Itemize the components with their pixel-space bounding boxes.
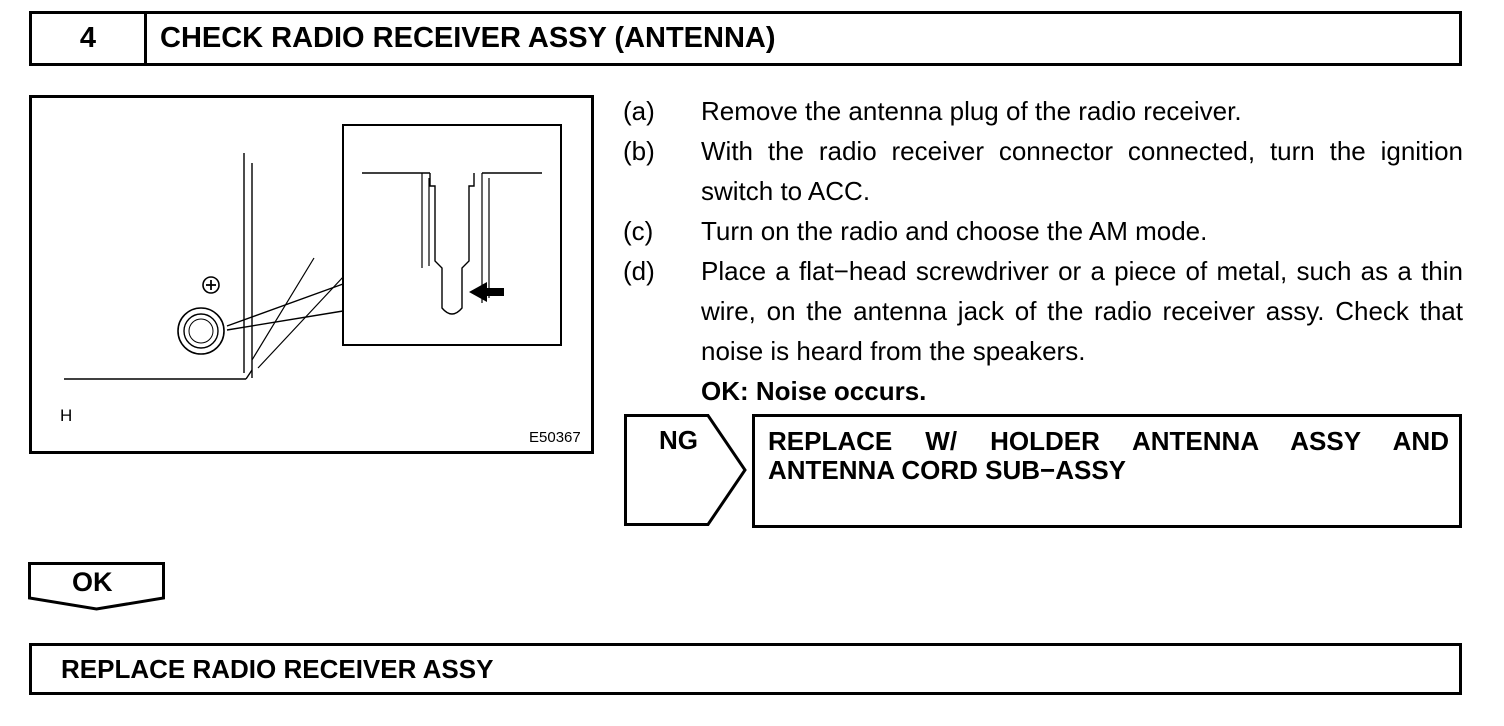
illustration-drawing (64, 124, 562, 380)
ok-action-text: REPLACE RADIO RECEIVER ASSY (61, 654, 494, 684)
procedure-steps: (a) Remove the antenna plug of the radio… (623, 91, 1463, 411)
figure-corner-label: H (60, 406, 73, 425)
step-a: (a) Remove the antenna plug of the radio… (623, 91, 1463, 131)
ng-action-line: ANTENNA CORD SUB−ASSY (768, 455, 1127, 485)
ok-label: OK (72, 567, 113, 597)
ng-action-line: REPLACE W/ HOLDER ANTENNA ASSY AND (768, 426, 1449, 456)
ng-action-box: REPLACE W/ HOLDER ANTENNA ASSY AND ANTEN… (752, 414, 1462, 528)
step-text: Remove the antenna plug of the radio rec… (701, 96, 1242, 126)
ok-tag: OK (28, 562, 165, 612)
step-number: 4 (32, 14, 147, 63)
expected-result: OK: Noise occurs. (701, 376, 927, 406)
ng-label: NG (659, 425, 698, 455)
step-title: CHECK RADIO RECEIVER ASSY (ANTENNA) (160, 22, 776, 54)
ng-action-text: REPLACE W/ HOLDER ANTENNA ASSY AND ANTEN… (768, 427, 1449, 485)
antenna-jack-illustration: H E50367 (29, 95, 594, 454)
step-text: Place a flat−head screwdriver or a piece… (701, 256, 1463, 366)
figure-code: E50367 (529, 429, 581, 446)
step-label: (b) (623, 136, 655, 166)
step-c: (c) Turn on the radio and choose the AM … (623, 211, 1463, 251)
step-label: (a) (623, 96, 655, 126)
step-header: 4 CHECK RADIO RECEIVER ASSY (ANTENNA) (29, 11, 1462, 66)
ok-arrow-shape (28, 562, 165, 611)
step-label: (d) (623, 256, 655, 286)
ng-tag: NG (624, 414, 749, 526)
ng-arrow-shape (624, 414, 747, 526)
step-text: With the radio receiver connector connec… (701, 136, 1463, 206)
step-d: (d) Place a flat−head screwdriver or a p… (623, 251, 1463, 371)
step-label: (c) (623, 216, 654, 246)
ok-action-box: REPLACE RADIO RECEIVER ASSY (29, 643, 1462, 695)
step-b: (b) With the radio receiver connector co… (623, 131, 1463, 211)
step-text: Turn on the radio and choose the AM mode… (701, 216, 1208, 246)
